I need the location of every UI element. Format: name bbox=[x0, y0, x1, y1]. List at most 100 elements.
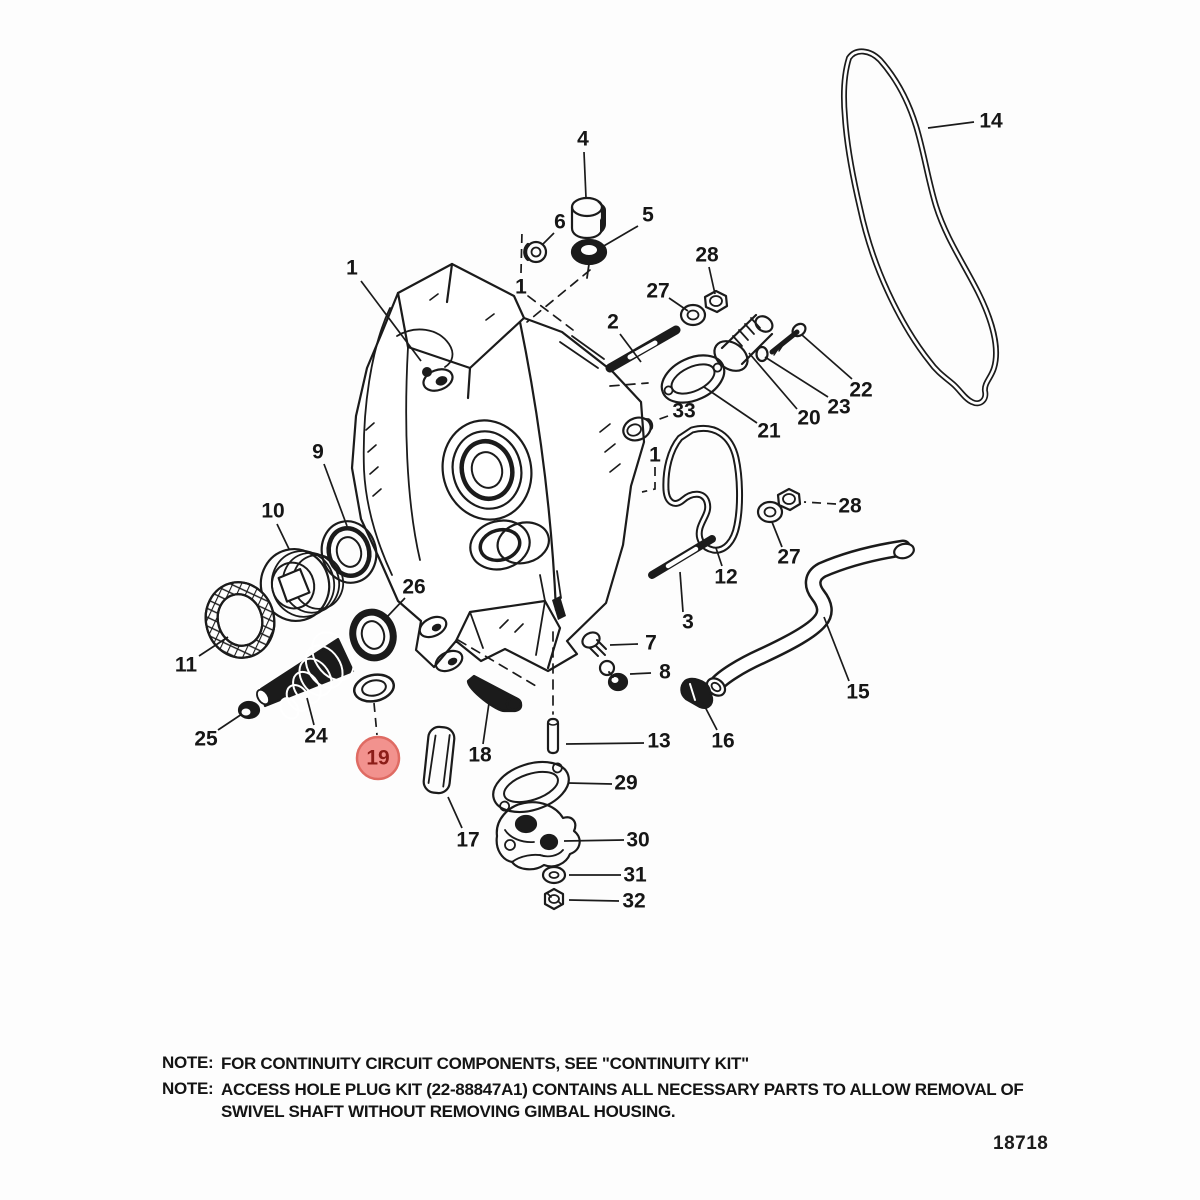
note-prefix: NOTE: bbox=[162, 1079, 214, 1098]
leader-line-5 bbox=[601, 225, 639, 248]
callout-4: 4 bbox=[577, 128, 589, 151]
pin-18 bbox=[466, 674, 523, 713]
note-text: ACCESS HOLE PLUG KIT (22-88847A1) CONTAI… bbox=[221, 1080, 1024, 1121]
notes-block: NOTE: FOR CONTINUITY CIRCUIT COMPONENTS, … bbox=[162, 1053, 1062, 1127]
anode-8 bbox=[598, 659, 629, 692]
leader-line-19 bbox=[373, 702, 378, 736]
callout-5: 5 bbox=[642, 204, 654, 227]
callout-18: 18 bbox=[468, 744, 492, 767]
callout-21: 21 bbox=[757, 420, 781, 443]
callout-6: 6 bbox=[554, 211, 566, 234]
leader-line-28 bbox=[708, 266, 716, 295]
callout-1: 1 bbox=[515, 276, 527, 299]
leader-line-30 bbox=[563, 839, 625, 842]
callout-17: 17 bbox=[456, 829, 479, 852]
callout-1: 1 bbox=[649, 444, 661, 467]
gasket-12 bbox=[662, 425, 744, 554]
callout-16: 16 bbox=[711, 730, 734, 753]
callout-22: 22 bbox=[849, 379, 872, 402]
leader-line-15 bbox=[823, 616, 850, 682]
stud-3 bbox=[648, 535, 716, 579]
gasket-14 bbox=[841, 48, 999, 407]
hub-10 bbox=[259, 548, 345, 622]
leader-line-1 bbox=[360, 280, 422, 362]
figure-number: 18718 bbox=[993, 1133, 1049, 1154]
leader-line-21 bbox=[703, 386, 758, 424]
callout-28: 28 bbox=[695, 244, 719, 267]
callout-8: 8 bbox=[659, 661, 671, 684]
leader-line-20 bbox=[748, 352, 798, 410]
note-row: NOTE: FOR CONTINUITY CIRCUIT COMPONENTS, … bbox=[162, 1053, 1062, 1075]
projection-lines bbox=[457, 269, 649, 715]
leader-line-18 bbox=[482, 702, 490, 745]
nut-28-lower bbox=[776, 487, 802, 512]
leader-line-24 bbox=[306, 697, 315, 726]
callout-3: 3 bbox=[682, 611, 694, 634]
leader-line-29 bbox=[567, 782, 613, 785]
callout-27: 27 bbox=[777, 546, 800, 569]
fitting-16 bbox=[680, 677, 714, 709]
plug-7 bbox=[581, 631, 607, 657]
leader-line-14 bbox=[927, 121, 975, 129]
leader-line-16 bbox=[702, 702, 718, 731]
leader-line-17 bbox=[447, 796, 463, 829]
leader-line-1 bbox=[520, 230, 523, 274]
pin-13 bbox=[546, 717, 560, 755]
callout-33: 33 bbox=[672, 400, 695, 423]
leader-line-32 bbox=[568, 899, 620, 902]
note-text: FOR CONTINUITY CIRCUIT COMPONENTS, SEE "… bbox=[221, 1054, 749, 1073]
callout-29: 29 bbox=[614, 772, 637, 795]
hose-15 bbox=[705, 539, 915, 697]
fitting-20 bbox=[713, 313, 774, 372]
leader-line-11 bbox=[198, 636, 229, 657]
stud-2 bbox=[605, 325, 681, 373]
washer-27-lower bbox=[756, 500, 784, 524]
callout-20: 20 bbox=[797, 407, 820, 430]
leader-line-33 bbox=[653, 415, 669, 422]
callout-1: 1 bbox=[346, 257, 358, 280]
leader-line-12 bbox=[715, 547, 723, 567]
leader-line-3 bbox=[679, 571, 684, 613]
note-prefix: NOTE: bbox=[162, 1053, 214, 1072]
nut-25 bbox=[237, 700, 261, 720]
gasket-29 bbox=[492, 760, 570, 814]
callout-28: 28 bbox=[838, 495, 862, 518]
leader-line-4 bbox=[583, 151, 587, 199]
callout-24: 24 bbox=[304, 725, 328, 748]
leader-line-7 bbox=[609, 643, 639, 646]
ring-26 bbox=[349, 608, 397, 662]
callout-14: 14 bbox=[979, 110, 1003, 133]
callout-9: 9 bbox=[312, 441, 324, 464]
callout-12: 12 bbox=[714, 566, 737, 589]
leader-line-8 bbox=[629, 672, 652, 675]
cover-30 bbox=[495, 801, 581, 871]
callout-13: 13 bbox=[647, 730, 670, 753]
leader-line-25 bbox=[217, 713, 243, 731]
callout-27: 27 bbox=[646, 280, 669, 303]
nut-32 bbox=[543, 887, 565, 911]
leader-line-1 bbox=[641, 467, 656, 493]
thrust-ring-11 bbox=[204, 581, 276, 659]
callout-layer: 1112345678910111213141516171819202122232… bbox=[175, 110, 1003, 913]
callout-2: 2 bbox=[607, 311, 619, 334]
washer-19 bbox=[353, 673, 395, 703]
washer-27-upper bbox=[679, 303, 707, 327]
callout-30: 30 bbox=[626, 829, 649, 852]
leader-line-6 bbox=[541, 232, 555, 246]
washer-23 bbox=[755, 345, 769, 363]
leader-line-10 bbox=[276, 523, 290, 550]
callout-31: 31 bbox=[623, 864, 647, 887]
leader-line-13 bbox=[565, 742, 645, 745]
bushing-33 bbox=[622, 416, 654, 442]
callout-26: 26 bbox=[402, 576, 425, 599]
ring-6 bbox=[523, 240, 548, 264]
leader-line-2 bbox=[619, 333, 642, 363]
callout-11: 11 bbox=[175, 654, 198, 677]
leader-line-22 bbox=[801, 334, 853, 380]
leader-line-23 bbox=[764, 356, 829, 398]
callout-25: 25 bbox=[194, 728, 218, 751]
bellows-24 bbox=[256, 631, 355, 720]
callout-23: 23 bbox=[827, 396, 850, 419]
